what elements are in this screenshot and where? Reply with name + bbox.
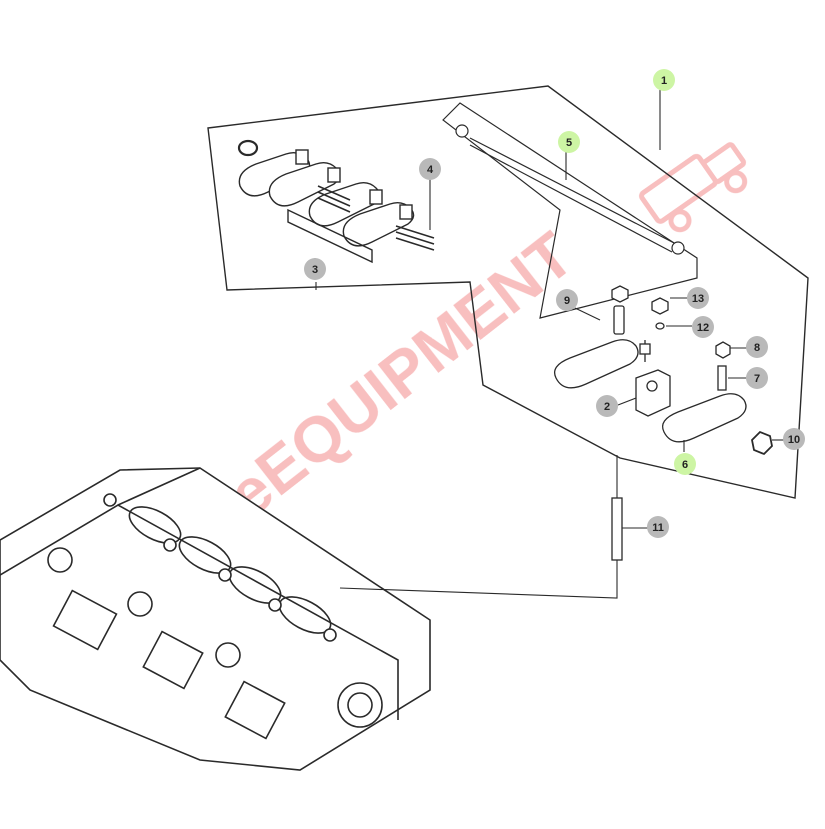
callout-5-label: 5 [566,137,572,149]
callout-9-label: 9 [564,295,570,307]
callout-8-label: 8 [754,342,760,354]
callout-3[interactable]: 3 [304,258,326,280]
callout-3-label: 3 [312,264,318,276]
callout-2-label: 2 [604,401,610,413]
callout-4-label: 4 [427,164,434,176]
callout-10-label: 10 [788,434,800,446]
callouts: 1 2 3 4 5 6 7 8 [304,69,805,538]
watermark-text: eEQUIPMENT [214,218,586,531]
callout-7[interactable]: 7 [746,367,768,389]
callout-11-label: 11 [652,522,664,534]
callout-1[interactable]: 1 [653,69,675,91]
callout-8[interactable]: 8 [746,336,768,358]
rocker-shaft [455,124,685,255]
rocker-springs [317,185,435,251]
callout-12[interactable]: 12 [692,316,714,338]
callout-6[interactable]: 6 [674,453,696,475]
callout-7-label: 7 [754,373,760,385]
leader-lines [314,90,785,599]
watermark-truck-icon [639,142,748,233]
callout-5[interactable]: 5 [558,131,580,153]
callout-10[interactable]: 10 [783,428,805,450]
callout-6-label: 6 [682,459,688,471]
cylinder-head [0,467,431,771]
callout-1-label: 1 [661,75,667,87]
callout-2[interactable]: 2 [596,395,618,417]
rocker-arm-group [237,139,415,264]
callout-12-label: 12 [697,322,709,334]
callout-13[interactable]: 13 [687,287,709,309]
callout-9[interactable]: 9 [556,289,578,311]
rocker-assembly-outline [207,85,809,499]
shaft-panel-outline [442,102,698,319]
exploded-parts [553,285,773,561]
callout-11[interactable]: 11 [647,516,669,538]
callout-13-label: 13 [692,293,704,305]
callout-4[interactable]: 4 [419,158,441,180]
